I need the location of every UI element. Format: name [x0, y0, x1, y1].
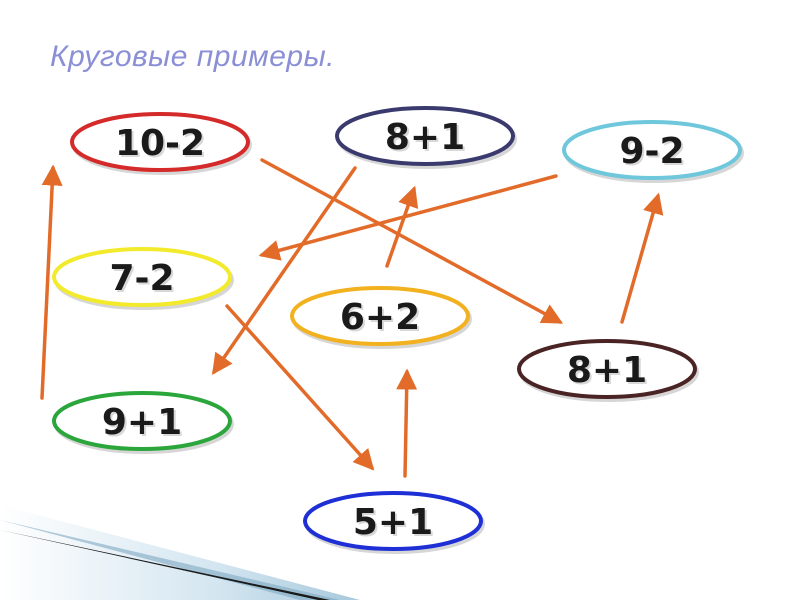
node-label: 8+1	[567, 350, 647, 391]
node-label: 7-2	[109, 258, 174, 299]
arrow-n6-to-n3	[620, 192, 664, 324]
node-label-shadow: 5+1	[355, 504, 435, 545]
node-label: 9+1	[102, 402, 182, 443]
slide-title: Круговые примеры.	[50, 40, 335, 73]
node-label: 10-2	[115, 123, 205, 164]
node-label-shadow: 9+1	[104, 404, 184, 445]
node-n1: 10-210-2	[70, 112, 252, 175]
node-ellipse	[52, 247, 232, 307]
node-ellipse	[70, 112, 250, 172]
arrow-n7-to-n1	[40, 164, 63, 400]
arrow-n5-to-n2	[385, 185, 419, 268]
node-label: 6+2	[340, 297, 420, 338]
arrow-n1-to-n6	[260, 158, 564, 324]
node-ellipse	[562, 120, 742, 180]
arrow-n4-to-n8	[225, 304, 375, 471]
node-ellipse	[335, 106, 515, 166]
arrow-n3-to-n4	[258, 174, 558, 261]
node-n3: 9-29-2	[562, 120, 744, 183]
node-n6: 8+18+1	[517, 339, 699, 402]
node-label-shadow: 7-2	[111, 260, 176, 301]
node-label-shadow: 8+1	[569, 352, 649, 393]
node-ellipse	[517, 339, 697, 399]
edges-layer	[40, 158, 664, 478]
arrow-n2-to-n7	[212, 166, 357, 375]
node-n8: 5+15+1	[303, 491, 485, 554]
node-n4: 7-27-2	[52, 247, 234, 310]
node-label-shadow: 10-2	[117, 125, 207, 166]
node-label: 9-2	[619, 131, 684, 172]
node-label: 8+1	[385, 117, 465, 158]
node-n5: 6+26+2	[290, 286, 472, 349]
node-label-shadow: 6+2	[342, 299, 422, 340]
node-ellipse	[290, 286, 470, 346]
node-n7: 9+19+1	[52, 391, 234, 454]
node-n2: 8+18+1	[335, 106, 517, 169]
node-ellipse	[52, 391, 232, 451]
node-label-shadow: 8+1	[387, 119, 467, 160]
node-label-shadow: 9-2	[621, 133, 686, 174]
arrow-n8-to-n5	[396, 368, 418, 478]
node-ellipse	[303, 491, 483, 551]
decorative-swoosh	[0, 505, 360, 600]
node-label: 5+1	[353, 502, 433, 543]
